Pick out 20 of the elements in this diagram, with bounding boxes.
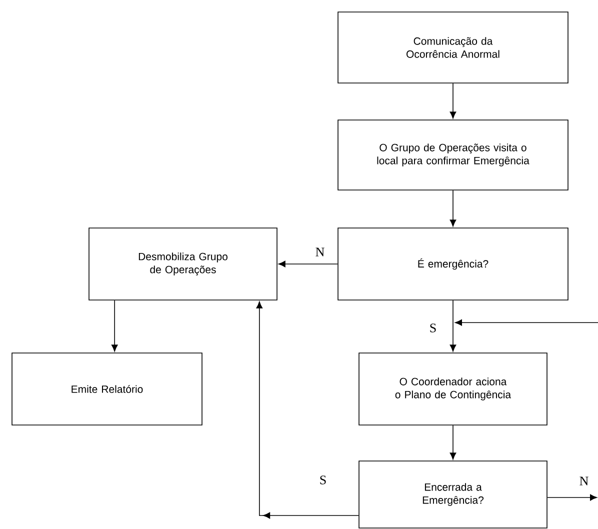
- edge-label: N: [314, 246, 326, 258]
- arrow: [450, 83, 456, 119]
- arrow: [256, 301, 359, 519]
- process-box: O Coordenador aciona o Plano de Contingência: [358, 352, 548, 426]
- arrow: [450, 190, 456, 227]
- arrow: [547, 494, 597, 501]
- process-box: O Grupo de Operações visita o local para confirmar Emergência: [338, 120, 568, 190]
- process-box: Comunicação da Ocorrência Anormal: [338, 12, 568, 84]
- arrow: [455, 319, 598, 326]
- process-box: Desmobiliza Grupo de Operações: [88, 228, 278, 300]
- edge-label: S: [428, 322, 438, 334]
- arrow: [111, 300, 118, 352]
- process-box: Encerrada a Emergência?: [358, 460, 548, 528]
- edge-label: N: [578, 476, 590, 486]
- arrow: [450, 300, 456, 352]
- edge-label: S: [318, 474, 328, 486]
- arrow: [278, 260, 338, 268]
- arrow: [450, 425, 456, 460]
- process-box: Emite Relatório: [12, 352, 202, 426]
- process-box: É emergência?: [338, 228, 568, 300]
